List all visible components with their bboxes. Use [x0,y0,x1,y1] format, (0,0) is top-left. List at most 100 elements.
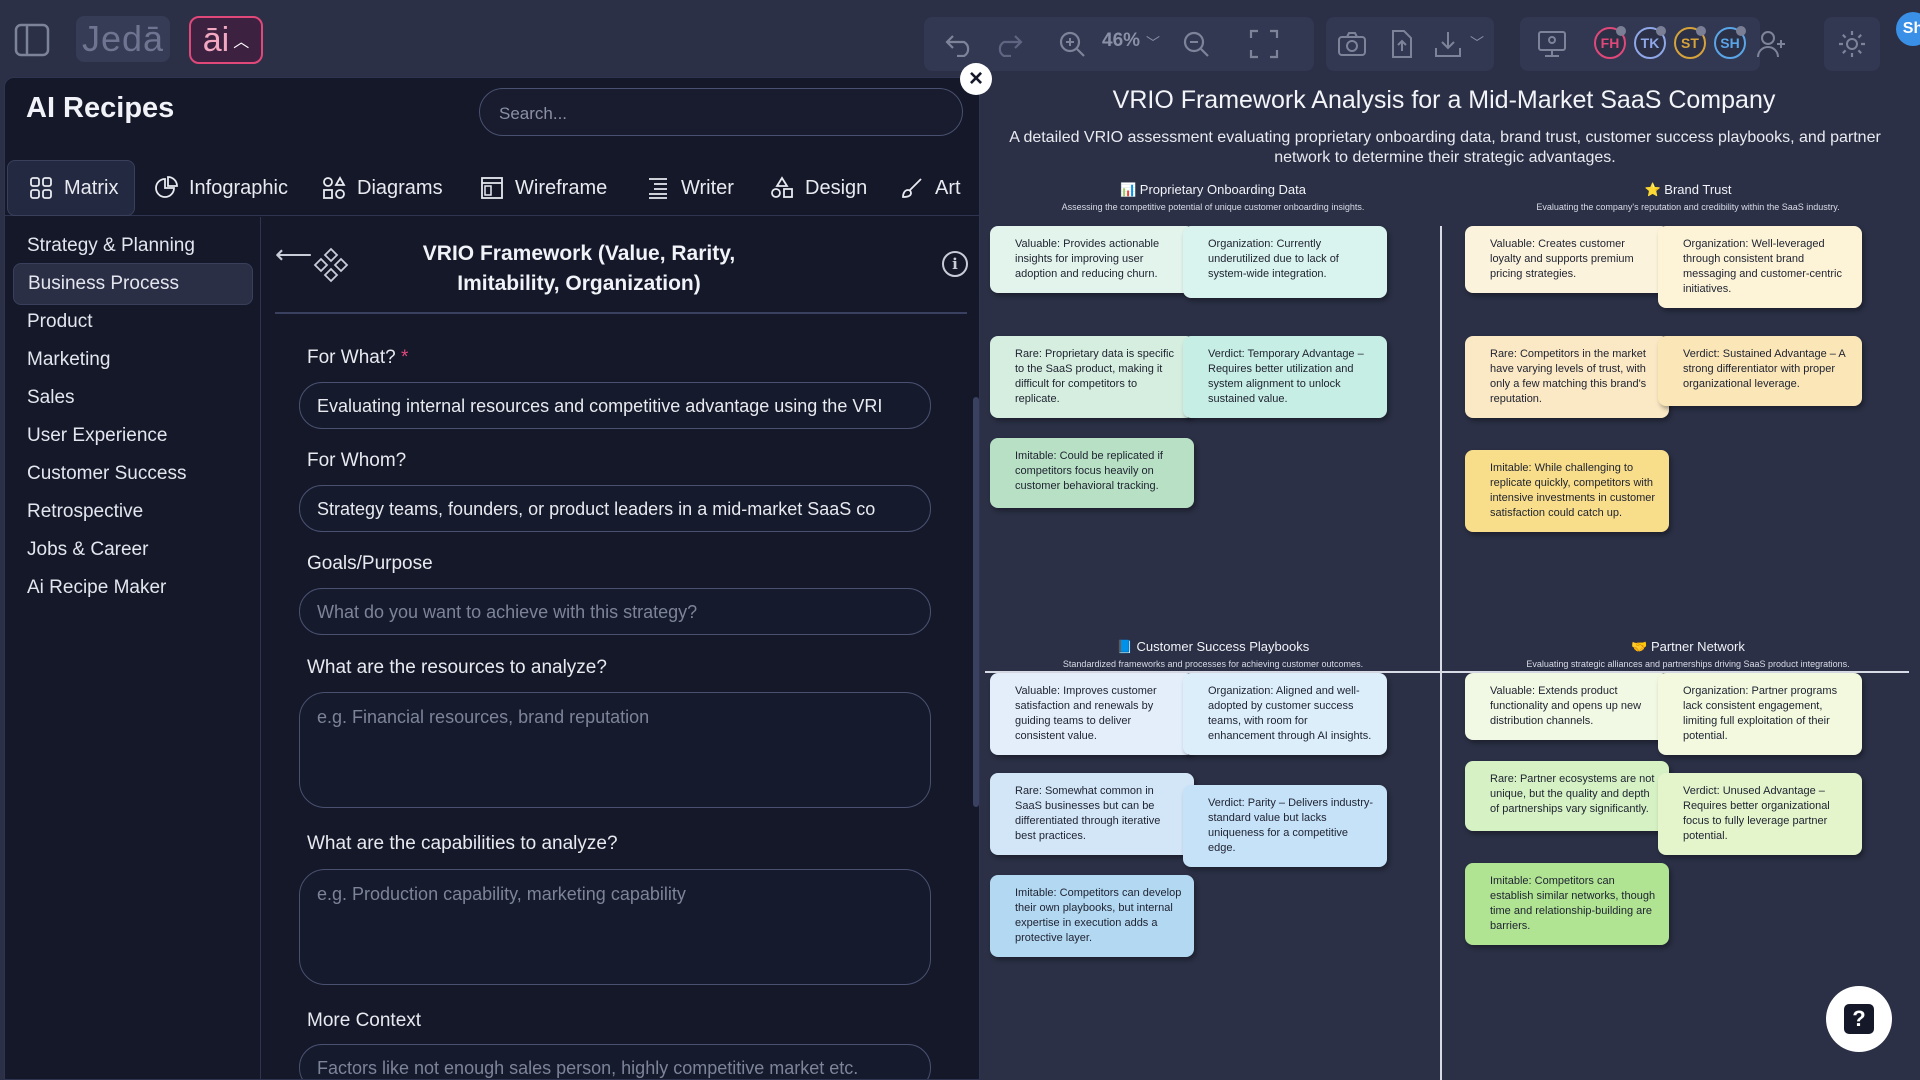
tab-label: Writer [681,176,734,199]
sidebar-item-jobs-career[interactable]: Jobs & Career [27,539,149,560]
capabilities-field[interactable]: e.g. Production capability, marketing ca… [299,869,931,985]
wireframe-icon [479,175,505,201]
sidebar-item-sales[interactable]: Sales [27,387,75,408]
pie-icon [153,175,179,201]
present-icon[interactable] [1534,26,1570,62]
chevron-down-icon[interactable]: ﹀ [1470,35,1484,51]
goals-field[interactable]: What do you want to achieve with this st… [299,588,931,635]
sticky-note[interactable]: Valuable: Creates customer loyalty and s… [1465,226,1669,293]
history-zoom-group [924,17,1314,71]
ai-menu-button[interactable]: āi︿ [189,16,263,64]
for-what-field[interactable]: Evaluating internal resources and compet… [299,382,931,429]
sticky-note[interactable]: Rare: Proprietary data is specific to th… [990,336,1194,418]
sticky-note[interactable]: Imitable: Could be replicated if competi… [990,438,1194,508]
search-input[interactable]: Search... [479,88,963,136]
avatar[interactable]: SH [1714,26,1746,59]
quadrant-title: 📘 Customer Success Playbooks [1116,639,1310,654]
sticky-note[interactable]: Valuable: Provides actionable insights f… [990,226,1194,293]
close-panel-button[interactable]: × [960,63,992,95]
sticky-note[interactable]: Verdict: Sustained Advantage – A strong … [1658,336,1862,406]
undo-icon[interactable] [942,26,978,62]
sidebar-item-marketing[interactable]: Marketing [27,349,111,370]
sidebar-toggle-icon[interactable] [12,20,52,60]
sticky-note[interactable]: Valuable: Extends product functionality … [1465,673,1669,740]
help-button[interactable]: ? [1826,986,1892,1052]
form-scrollbar[interactable] [973,397,979,807]
avatar[interactable]: FH [1594,26,1626,59]
grid-icon [28,175,54,201]
recipe-title: VRIO Framework (Value, Rarity, Imitabili… [422,242,736,295]
vrio-recipe-icon [313,247,349,283]
quadrant-subtitle: Evaluating the company's reputation and … [1536,202,1840,212]
sidebar-item-user-experience[interactable]: User Experience [27,425,168,446]
sticky-note[interactable]: Organization: Aligned and well-adopted b… [1183,673,1387,755]
sticky-note[interactable]: Imitable: While challenging to replicate… [1465,450,1669,532]
jeda-logo[interactable]: Jedā [76,16,170,62]
gear-icon[interactable] [1834,26,1870,62]
sticky-note[interactable]: Organization: Partner programs lack cons… [1658,673,1862,755]
tab-label: Design [805,176,868,199]
capabilities-label: What are the capabilities to analyze? [307,833,618,854]
camera-icon[interactable] [1334,26,1370,62]
quadrant-divider-horizontal [985,671,1909,673]
sidebar-item-retrospective[interactable]: Retrospective [27,501,144,522]
tab-design[interactable]: Design [769,160,867,216]
share-button[interactable]: Sh [1896,12,1920,46]
sidebar-item-business-process[interactable]: Business Process [13,263,253,305]
ai-label: āi [202,20,230,59]
sticky-note[interactable]: Rare: Competitors in the market have var… [1465,336,1669,418]
chevron-down-icon[interactable]: ﹀ [1146,35,1160,51]
top-toolbar: Jedā āi︿ 46% ﹀ ﹀ FH TK ST SH Sh [0,0,1920,78]
tab-infographic[interactable]: Infographic [153,160,288,216]
board-title: VRIO Framework Analysis for a Mid-Market… [1112,86,1776,114]
tab-writer[interactable]: Writer [645,160,734,216]
settings-group [1824,17,1880,71]
question-icon: ? [1844,1004,1874,1034]
sidebar-item-customer-success[interactable]: Customer Success [27,463,187,484]
more-context-field[interactable]: Factors like not enough sales person, hi… [299,1044,931,1079]
quadrant-subtitle: Standardized frameworks and processes fo… [1062,659,1364,669]
tab-art[interactable]: Art [899,160,961,216]
zoom-in-icon[interactable] [1054,26,1090,62]
add-user-icon[interactable] [1754,26,1790,62]
sticky-note[interactable]: Imitable: Competitors can establish simi… [1465,863,1669,945]
for-what-label: For What? * [307,347,409,368]
for-whom-field[interactable]: Strategy teams, founders, or product lea… [299,485,931,532]
resources-field[interactable]: e.g. Financial resources, brand reputati… [299,692,931,808]
sticky-note[interactable]: Organization: Well-leveraged through con… [1658,226,1862,308]
redo-icon[interactable] [990,26,1026,62]
tab-label: Matrix [64,176,119,199]
recipe-form: ⟵ VRIO Framework (Value, Rarity, Imitabi… [261,217,979,1079]
fit-screen-icon[interactable] [1246,26,1282,62]
avatar[interactable]: ST [1674,26,1706,59]
tab-label: Wireframe [515,176,608,199]
avatar[interactable]: TK [1634,26,1666,59]
tab-matrix[interactable]: Matrix [7,160,135,216]
sticky-note[interactable]: Verdict: Unused Advantage – Requires bet… [1658,773,1862,855]
tab-wireframe[interactable]: Wireframe [479,160,607,216]
zoom-level[interactable]: 46% [1102,30,1141,51]
zoom-out-icon[interactable] [1178,26,1214,62]
sticky-note[interactable]: Valuable: Improves customer satisfaction… [990,673,1194,755]
sticky-note[interactable]: Verdict: Parity – Delivers industry-stan… [1183,785,1387,867]
sticky-note[interactable]: Imitable: Competitors can develop their … [990,875,1194,957]
sidebar-item-product[interactable]: Product [27,311,93,332]
upload-icon[interactable] [1382,26,1418,62]
tab-label: Diagrams [357,176,443,199]
back-arrow-icon[interactable]: ⟵ [275,239,313,269]
whiteboard-canvas[interactable]: VRIO Framework Analysis for a Mid-Market… [985,78,1920,1080]
sticky-note[interactable]: Verdict: Temporary Advantage – Requires … [1183,336,1387,418]
recipe-tabs: Matrix Infographic Diagrams Wireframe Wr… [5,160,979,216]
download-icon[interactable] [1430,26,1466,62]
writer-icon [645,175,671,201]
info-icon[interactable]: i [942,251,968,277]
sticky-note[interactable]: Organization: Currently underutilized du… [1183,226,1387,298]
sticky-note[interactable]: Rare: Somewhat common in SaaS businesses… [990,773,1194,855]
brush-icon [899,175,925,201]
sidebar-item-ai-recipe-maker[interactable]: Ai Recipe Maker [27,577,167,598]
tab-diagrams[interactable]: Diagrams [321,160,443,216]
panel-title: AI Recipes [26,92,175,124]
sticky-note[interactable]: Rare: Partner ecosystems are not unique,… [1465,761,1669,831]
sidebar-item-strategy-planning[interactable]: Strategy & Planning [27,235,195,256]
